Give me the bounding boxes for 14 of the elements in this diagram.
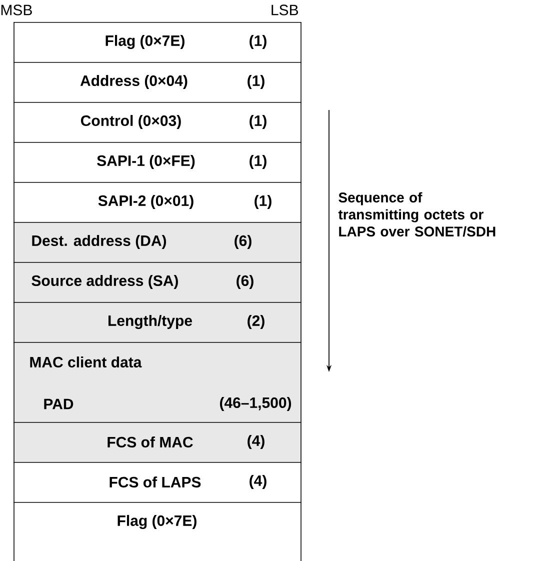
table-row: Source address (SA) (6) xyxy=(14,262,302,303)
sequence-note: Sequence of transmitting octets or LAPS over SONET/SDH xyxy=(338,192,496,237)
table-row: FCS of MAC (4) xyxy=(14,422,302,463)
table-row: MAC client data PAD (46–1,500) xyxy=(14,342,302,423)
table-row: SAPI-1 (0×FE) (1) xyxy=(14,142,302,183)
bit-order-label: MSB xyxy=(1,4,32,16)
table-row: SAPI-2 (0×01) (1) xyxy=(14,182,302,223)
table-row: FCS of LAPS (4) xyxy=(14,462,302,503)
table-row: Flag (0×7E) (1) xyxy=(14,22,302,63)
table-row: Address (0×04) (1) xyxy=(14,62,302,103)
table-row: Control (0×03) (1) xyxy=(14,102,302,143)
table-row: Length/type (2) xyxy=(14,302,302,343)
table-row: Dest. address (DA) (6) xyxy=(14,222,302,263)
table-row: Flag (0×7E) xyxy=(14,502,302,561)
